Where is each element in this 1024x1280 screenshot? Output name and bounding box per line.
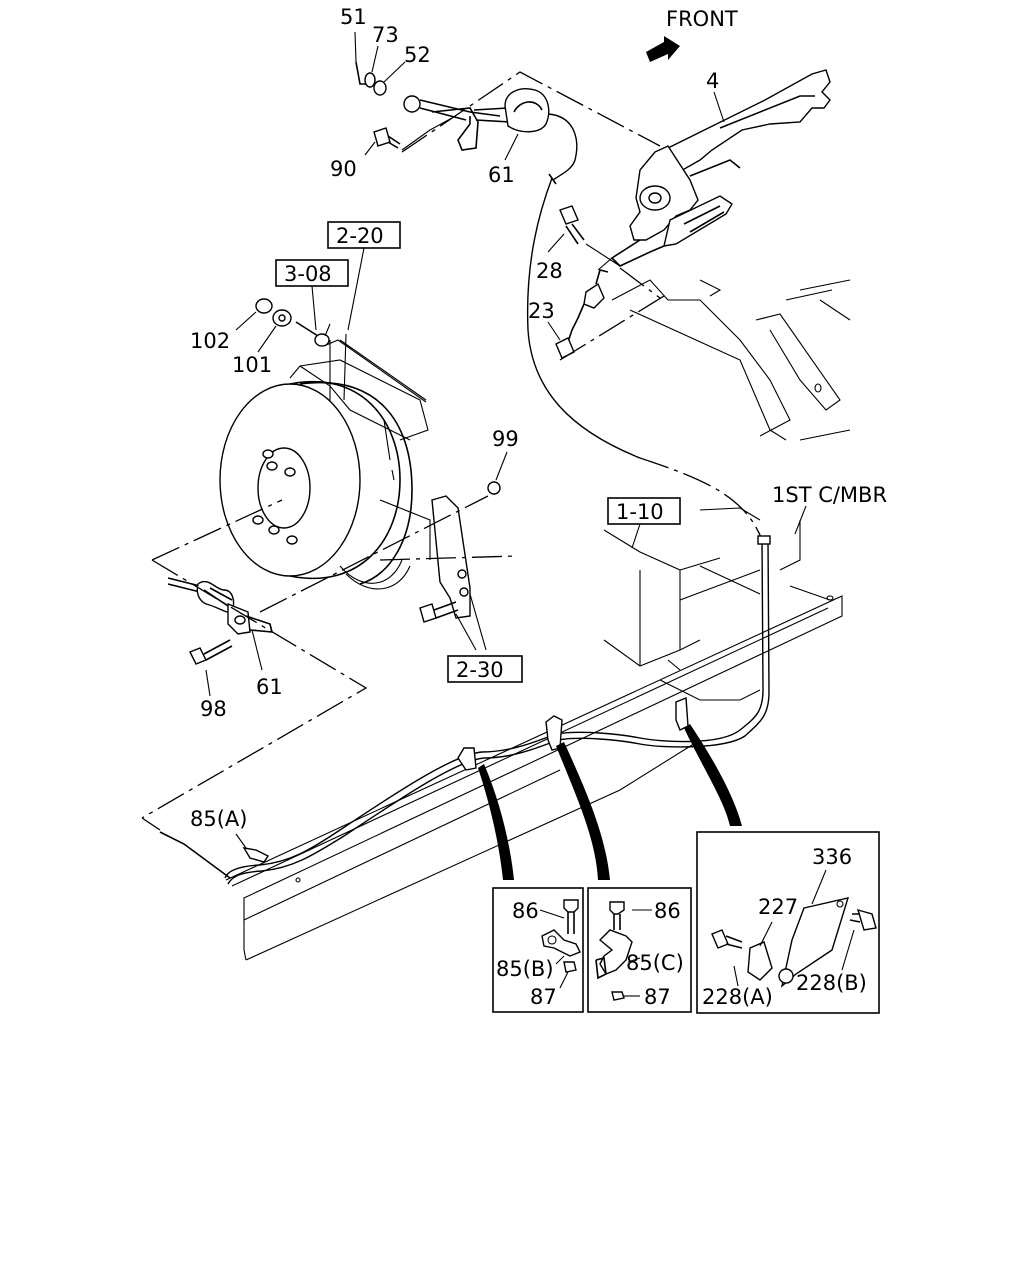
detail-c-nut-label: 87 [644, 985, 671, 1009]
detail-b-clip-label: 85(B) [496, 957, 554, 981]
detail-b-nut-label: 87 [530, 985, 557, 1009]
callout-61-lower: 61 [256, 675, 283, 699]
parking-brake-switch-assembly [547, 205, 621, 359]
callout-23: 23 [528, 299, 555, 323]
detail-bracket-clip-label: 227 [758, 895, 798, 919]
parking-brake-cable [224, 177, 771, 885]
detail-box-bracket: 336 227 228(A) 228(B) [696, 831, 880, 1014]
front-label: FRONT [666, 7, 738, 31]
callout-101: 101 [232, 353, 272, 377]
axle-envelope-lines [141, 499, 517, 831]
callout-90: 90 [330, 157, 357, 181]
frame-side-rail [225, 595, 843, 961]
part-callouts: 51 73 52 90 61 4 28 23 102 101 99 61 98 … [190, 5, 887, 831]
reference-boxes: 2-20 3-08 1-10 2-30 [275, 221, 681, 683]
callout-85a: 85(A) [190, 807, 247, 831]
detail-c-bolt-label: 86 [654, 899, 681, 923]
callout-61-upper: 61 [488, 163, 515, 187]
upper-cable-end-assembly [354, 31, 578, 185]
detail-box-85c: 86 85(C) 87 [587, 887, 692, 1013]
callout-102: 102 [190, 329, 230, 353]
callout-73: 73 [372, 23, 399, 47]
spring-mount-nuts [235, 298, 331, 353]
detail-pointer-arrows [478, 724, 742, 880]
brake-drum-assembly [219, 333, 431, 590]
front-direction-arrow: FRONT [646, 7, 738, 62]
detail-bracket-plate-label: 336 [812, 845, 852, 869]
detail-c-clip-label: 85(C) [626, 951, 684, 975]
ref-box-3-08: 3-08 [284, 262, 332, 286]
callout-4: 4 [706, 69, 719, 93]
frame-cable-clips [457, 696, 689, 771]
cable-bracket-rear [167, 451, 508, 697]
detail-box-85b: 86 85(B) 87 [492, 887, 584, 1013]
detail-bracket-bolt-b-label: 228(B) [796, 971, 867, 995]
cab-floor-outline [401, 71, 851, 441]
first-crossmember [603, 505, 831, 671]
callout-52: 52 [404, 43, 431, 67]
callout-51: 51 [340, 5, 367, 29]
detail-bracket-bolt-a-label: 228(A) [702, 985, 773, 1009]
detail-b-bolt-label: 86 [512, 899, 539, 923]
parking-brake-lever [610, 69, 831, 267]
cable-end-85a [159, 831, 270, 879]
callout-28: 28 [536, 259, 563, 283]
callout-98: 98 [200, 697, 227, 721]
ref-box-2-20: 2-20 [336, 224, 384, 248]
ref-box-2-30: 2-30 [456, 658, 504, 682]
callout-99: 99 [492, 427, 519, 451]
ref-box-1-10: 1-10 [616, 500, 664, 524]
member-label: 1ST C/MBR [772, 483, 887, 507]
